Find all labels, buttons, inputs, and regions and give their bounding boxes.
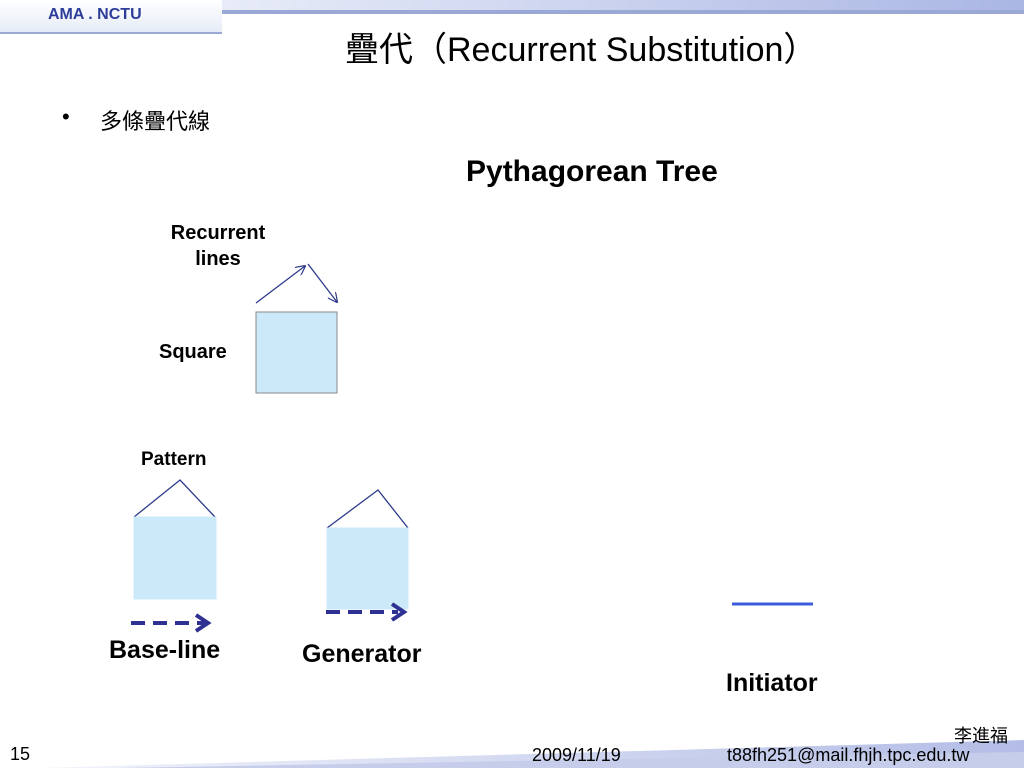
- page-number: 15: [10, 744, 31, 764]
- initiator-label: Initiator: [726, 669, 818, 697]
- bullet-text: 多條疊代線: [100, 110, 211, 135]
- pattern-roof: [133, 479, 216, 518]
- baseline-label: Base-line: [109, 636, 221, 664]
- pattern-square: [133, 516, 217, 600]
- footer-author: 李進福: [954, 726, 1008, 747]
- pattern-label: Pattern: [141, 449, 207, 470]
- top-band: [222, 0, 1024, 14]
- slide-title: 疊代（Recurrent Substitution）: [345, 31, 818, 69]
- recurrent-lines-label: Recurrent lines: [170, 222, 266, 270]
- logo-tab: [0, 0, 222, 34]
- recurrent-line-left: [255, 266, 305, 304]
- generator-arrowhead: [390, 602, 408, 622]
- section-heading: Pythagorean Tree: [466, 155, 718, 188]
- square-shape: [255, 311, 338, 394]
- baseline-arrowhead: [194, 613, 212, 633]
- footer-email: t88fh251@mail.fhjh.tpc.edu.tw: [727, 745, 970, 765]
- recurrent-line-right: [307, 263, 337, 302]
- footer-date: 2009/11/19: [532, 745, 621, 765]
- generator-square: [326, 527, 409, 610]
- square-label: Square: [159, 341, 227, 363]
- bullet-icon: •: [62, 104, 70, 129]
- logo-text: AMA . NCTU: [48, 6, 142, 23]
- generator-roof: [326, 489, 409, 529]
- generator-label: Generator: [302, 640, 422, 668]
